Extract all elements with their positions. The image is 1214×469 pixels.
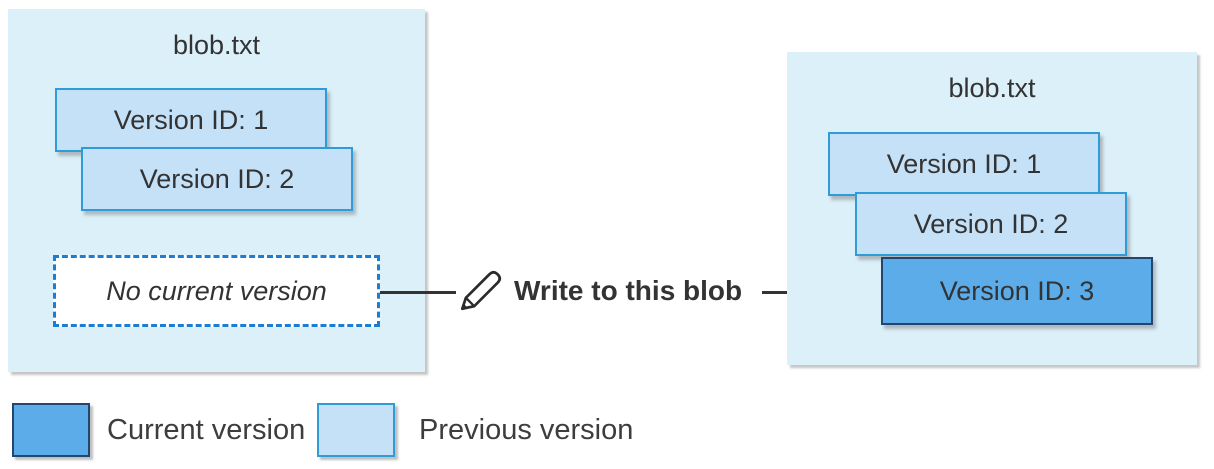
connector-line (380, 291, 456, 294)
legend-item-previous: Previous version (317, 403, 633, 457)
blob-title: blob.txt (172, 30, 261, 60)
blob-container-after: blob.txt Version ID: 1 Version ID: 2 Ver… (787, 52, 1197, 365)
blob-title: blob.txt (948, 73, 1036, 103)
legend-swatch-current (12, 403, 90, 457)
version-card-label: Version ID: 1 (886, 148, 1042, 179)
version-card-label: Version ID: 2 (139, 163, 295, 194)
no-current-version-box: No current version (53, 255, 380, 327)
version-card: Version ID: 2 (81, 147, 353, 211)
version-card: Version ID: 1 (828, 132, 1100, 196)
blob-container-before: blob.txt Version ID: 1 Version ID: 2 No … (8, 9, 425, 372)
legend-item-current: Current version (12, 403, 305, 457)
pencil-icon (460, 270, 502, 311)
version-card: Version ID: 2 (855, 192, 1127, 256)
no-current-version-label: No current version (106, 275, 327, 306)
write-action-label: Write to this blob (514, 275, 743, 306)
version-card-current: Version ID: 3 (881, 257, 1153, 325)
legend-label: Current version (107, 413, 306, 446)
version-card-label: Version ID: 1 (113, 104, 269, 135)
version-card-label: Version ID: 2 (913, 208, 1069, 239)
version-card-label: Version ID: 3 (939, 275, 1095, 306)
legend-label: Previous version (419, 413, 634, 446)
version-card: Version ID: 1 (55, 88, 327, 152)
legend-swatch-previous (317, 403, 395, 457)
